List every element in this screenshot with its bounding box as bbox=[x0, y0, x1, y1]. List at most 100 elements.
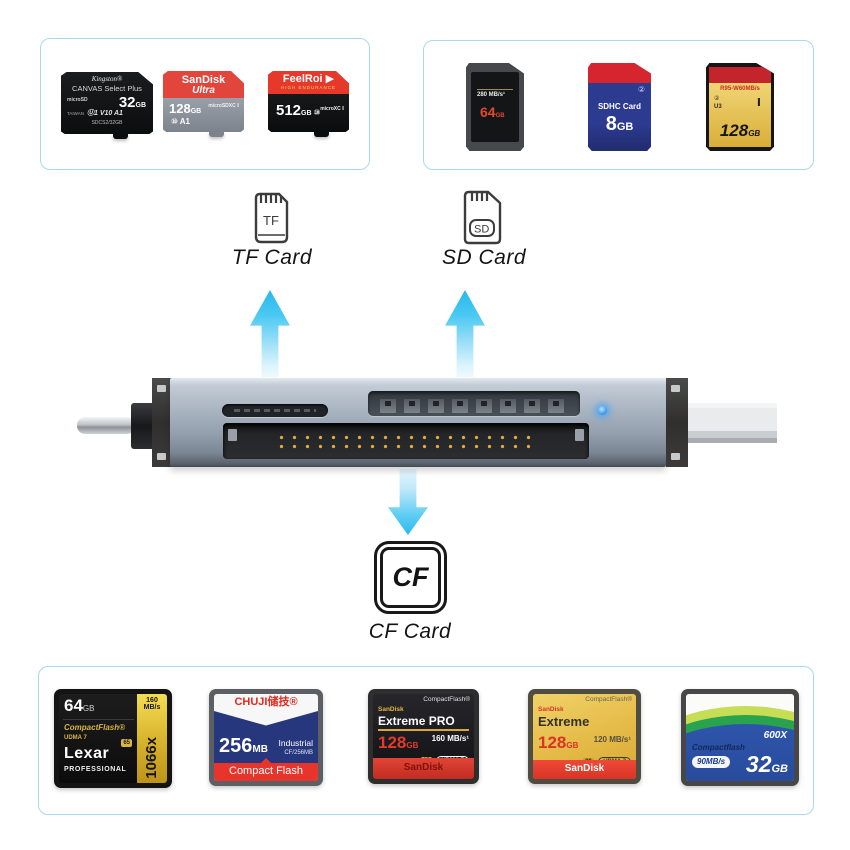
cf-card-chuji: CHUJI储技® Industrial CF/256MB 256MB Compa… bbox=[209, 689, 323, 786]
microsd-card-kingston: Kingston® CANVAS Select Plus 32GB microS… bbox=[61, 72, 153, 134]
gold-underline bbox=[378, 729, 469, 731]
rating-label: 600X bbox=[763, 730, 787, 741]
footer-label: SanDisk bbox=[564, 763, 605, 774]
type-label: Compactflash bbox=[692, 743, 745, 752]
grade-label: Industrial bbox=[278, 738, 314, 748]
arrow-up-sd bbox=[445, 290, 485, 377]
red-band: Compact Flash bbox=[214, 758, 318, 781]
cf-card-extreme-pro: CompactFlash® SanDisk Extreme PRO 128GB … bbox=[368, 689, 479, 784]
swoosh-blue bbox=[686, 724, 794, 781]
blue-body: Industrial CF/256MB 256MB bbox=[214, 711, 318, 763]
sd-card-gold-128gb: R95-W60MB/s ② U3 Ⅰ 128GB bbox=[706, 63, 774, 151]
capacity-label: 256MB bbox=[219, 735, 268, 757]
tf-cards-box: Kingston® CANVAS Select Plus 32GB microS… bbox=[40, 38, 370, 170]
status-led bbox=[598, 406, 607, 415]
footer-label: SanDisk bbox=[403, 762, 444, 773]
arrow-down-cf bbox=[388, 469, 428, 535]
line-label: PROFESSIONAL bbox=[64, 766, 127, 773]
type-label: CompactFlash® bbox=[423, 696, 470, 703]
sd-slot bbox=[368, 391, 580, 416]
sd-card-black-64gb: 280 MB/s¹ 64GB bbox=[466, 63, 524, 151]
speed-label: 280 MB/s¹ bbox=[477, 92, 506, 98]
speed-label: 160 MB/s¹ bbox=[431, 734, 469, 743]
cf-card-lexar: 64GB CompactFlash® UDMA 7 65 Lexar PROFE… bbox=[54, 689, 172, 788]
cf-card-extreme: CompactFlash® SanDisk Extreme 128GB 120 … bbox=[528, 689, 641, 784]
type-label: CompactFlash® bbox=[64, 723, 126, 732]
red-band: SanDisk bbox=[533, 760, 636, 779]
model-label: CF/256MB bbox=[284, 750, 313, 756]
udma-label: UDMA 7 bbox=[64, 735, 87, 741]
tf-slot bbox=[222, 404, 328, 417]
cf-card-label: CF Card bbox=[368, 620, 452, 643]
divider bbox=[63, 719, 134, 720]
svg-text:SD: SD bbox=[474, 224, 489, 236]
class-logo: ② bbox=[714, 96, 720, 102]
usb-a-connector bbox=[688, 403, 777, 443]
brand-label: SanDisk bbox=[181, 74, 226, 86]
series-label: Extreme PRO bbox=[378, 714, 455, 728]
speed-label: 120 MB/s¹ bbox=[593, 735, 631, 744]
microsd-logo: microSD bbox=[67, 97, 88, 103]
specs-label: Ⓤ1 V10 A1 bbox=[87, 110, 123, 117]
capacity-label: 128GB bbox=[378, 733, 419, 752]
capacity-label: 128GB bbox=[719, 121, 761, 140]
type-label: CompactFlash® bbox=[585, 696, 632, 703]
brand-label: Lexar bbox=[64, 745, 110, 762]
cf-cards-box: 64GB CompactFlash® UDMA 7 65 Lexar PROFE… bbox=[38, 666, 814, 815]
card-face: R95-W60MB/s ② U3 Ⅰ 128GB bbox=[709, 83, 771, 147]
sd-card-blue-8gb: ② SDHC Card 8GB bbox=[588, 63, 651, 151]
card-face: 280 MB/s¹ 64GB bbox=[471, 72, 519, 142]
sd-card-label: SD Card bbox=[441, 246, 527, 269]
card-notch bbox=[209, 132, 224, 137]
capacity-label: 32GB bbox=[745, 751, 788, 777]
series-label: Ultra bbox=[192, 85, 215, 96]
right-end-cap bbox=[666, 378, 688, 467]
tagline-label: HIGH ENDURANCE bbox=[280, 85, 336, 90]
bus-logo: U3 bbox=[714, 104, 722, 110]
left-end-cap bbox=[152, 378, 172, 467]
capacity-label: 128GB bbox=[169, 101, 202, 116]
red-band bbox=[709, 67, 771, 83]
cf-pins bbox=[275, 433, 537, 451]
brand-label: SanDisk bbox=[538, 706, 564, 713]
brand-label: CHUJI储技® bbox=[234, 696, 298, 708]
brand-label: Kingston® bbox=[91, 75, 123, 83]
logos-label: microSDXC Ⅰ bbox=[208, 103, 239, 109]
brand-label: SanDisk bbox=[378, 706, 404, 713]
cf-card-green-32gb: 600X Compactflash 90MB/s 32GB bbox=[681, 689, 799, 786]
rating-label: 1066x bbox=[143, 737, 160, 779]
logos-label: microXC Ⅰ bbox=[320, 106, 344, 112]
tf-card-icon: TF bbox=[254, 192, 289, 244]
uhs-mode: Ⅰ bbox=[756, 97, 761, 109]
sd-card-icon: SD bbox=[463, 190, 502, 245]
capacity-label: 64GB bbox=[64, 696, 95, 715]
series-label: CANVAS Select Plus bbox=[72, 84, 142, 93]
microsd-card-sandisk-ultra: SanDisk Ultra 128GB microSDXC Ⅰ ⑩ A1 bbox=[163, 71, 244, 132]
capacity-label: 32GB bbox=[118, 94, 146, 111]
capacity-label: 64GB bbox=[480, 104, 505, 120]
sd-cards-box: 280 MB/s¹ 64GB ② SDHC Card 8GB R95-W60MB… bbox=[423, 40, 814, 170]
footer-label: Compact Flash bbox=[229, 765, 303, 777]
arrow-up-tf bbox=[250, 290, 290, 377]
tf-card-label: TF Card bbox=[231, 246, 313, 269]
card-notch bbox=[314, 132, 329, 137]
cf-card-icon: CF bbox=[374, 541, 447, 614]
cf-slot bbox=[223, 423, 589, 459]
capacity-label: 512GB ⑩ bbox=[276, 102, 321, 119]
series-label: Extreme bbox=[538, 714, 590, 729]
capacity-label: 128GB bbox=[538, 733, 579, 752]
card-notch bbox=[113, 134, 128, 139]
brand-label: FeelRoi ▶ bbox=[282, 73, 335, 85]
card-face: 64GB CompactFlash® UDMA 7 65 Lexar PROFE… bbox=[59, 694, 137, 783]
usb-c-connector bbox=[77, 417, 135, 434]
vpg-badge: 65 bbox=[121, 739, 132, 747]
microsd-card-feelroi: FeelRoi ▶ HIGH ENDURANCE 512GB ⑩ microXC… bbox=[268, 71, 349, 132]
capacity-label: 8GB bbox=[605, 113, 634, 135]
model-label: SDCS2/32GB bbox=[91, 120, 123, 126]
speed-label: R95-W60MB/s bbox=[720, 86, 760, 92]
region-label: TAIWAN bbox=[67, 111, 84, 116]
svg-text:TF: TF bbox=[263, 213, 279, 228]
